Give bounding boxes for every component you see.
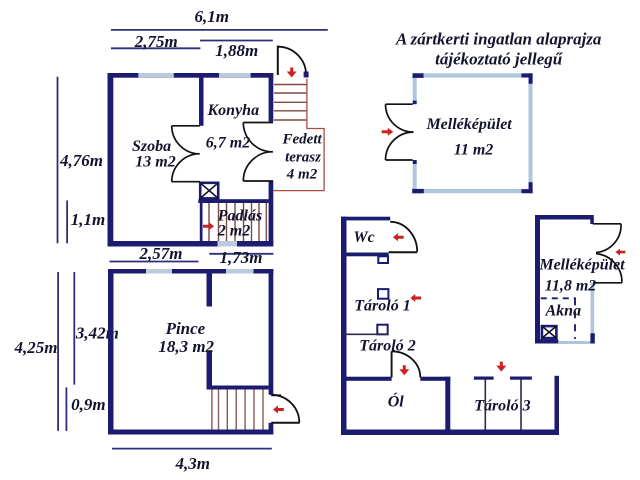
svg-text:Tároló 2: Tároló 2 — [359, 338, 415, 355]
svg-text:18,3 m2: 18,3 m2 — [158, 337, 214, 356]
svg-text:Tároló 3: Tároló 3 — [474, 398, 530, 415]
svg-text:Akna: Akna — [545, 303, 582, 320]
svg-text:2 m2: 2 m2 — [217, 223, 250, 240]
svg-text:Melléképület: Melléképület — [425, 116, 512, 133]
svg-text:4,25m: 4,25m — [14, 338, 58, 357]
svg-text:tájékoztató jellegű: tájékoztató jellegű — [435, 49, 563, 68]
svg-text:3,42m: 3,42m — [75, 324, 119, 343]
svg-text:1,88m: 1,88m — [215, 41, 258, 60]
svg-text:Konyha: Konyha — [207, 102, 260, 119]
svg-text:4,3m: 4,3m — [175, 454, 210, 473]
svg-text:6,7 m2: 6,7 m2 — [206, 135, 250, 152]
svg-text:Pince: Pince — [165, 319, 206, 338]
svg-text:Wc: Wc — [353, 229, 374, 246]
svg-text:4 m2: 4 m2 — [286, 167, 318, 183]
svg-text:Szoba: Szoba — [132, 138, 171, 155]
svg-text:Tároló 1: Tároló 1 — [354, 298, 410, 315]
svg-text:6,1m: 6,1m — [195, 7, 229, 26]
svg-text:2,75m: 2,75m — [134, 32, 178, 51]
svg-text:1,73m: 1,73m — [220, 248, 263, 267]
svg-text:2,57m: 2,57m — [139, 244, 183, 263]
svg-text:terasz: terasz — [285, 150, 321, 166]
svg-text:11,8 m2: 11,8 m2 — [545, 278, 597, 295]
svg-text:0,9m: 0,9m — [71, 395, 105, 414]
svg-text:Ól: Ól — [388, 392, 405, 411]
svg-text:Padlás: Padlás — [217, 208, 262, 225]
svg-text:4,76m: 4,76m — [59, 151, 103, 170]
svg-text:A zártkerti ingatlan alaprajza: A zártkerti ingatlan alaprajza — [395, 30, 602, 49]
svg-text:Fedett: Fedett — [282, 132, 323, 148]
svg-text:1,1m: 1,1m — [71, 210, 105, 229]
svg-text:11 m2: 11 m2 — [454, 142, 494, 159]
svg-text:Melléképület: Melléképület — [538, 257, 625, 274]
svg-text:13 m2: 13 m2 — [135, 154, 175, 171]
